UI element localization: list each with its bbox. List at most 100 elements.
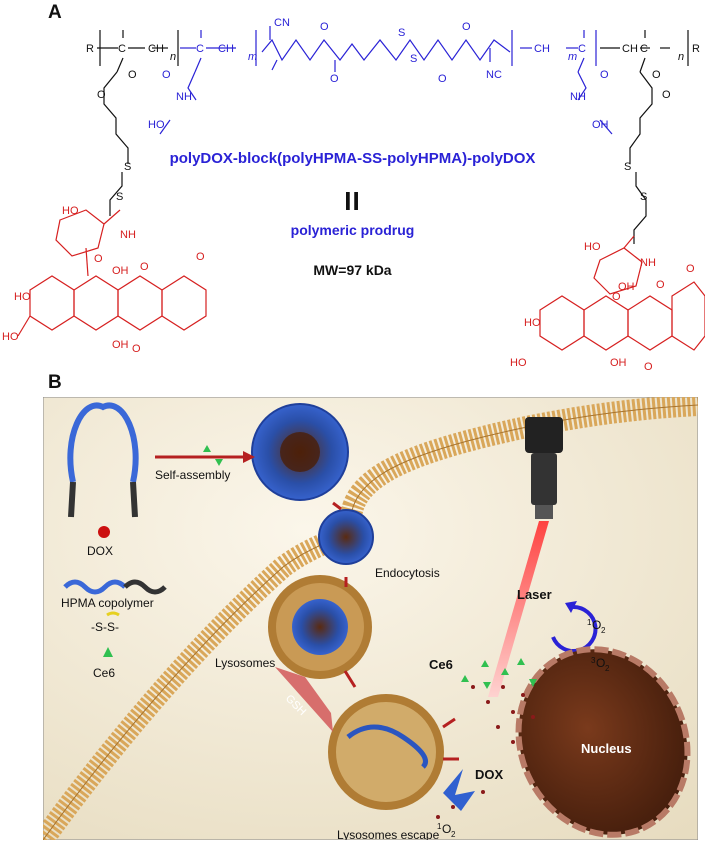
oh-dox-right-1: OH [618,281,635,293]
o-amide-right: O [600,69,609,81]
oh-right: OH [592,119,609,131]
triplet-o2-sub: 2 [605,664,610,673]
endocytosis-arrow [332,501,342,511]
nh-dox-left: NH [120,229,136,241]
hpma-legend-label: HPMA copolymer [61,596,154,610]
dox-release-label: DOX [475,767,504,782]
s-1: S [398,27,405,39]
o-bottom-2: O [438,73,447,85]
s-2: S [410,53,417,65]
o-dox-left-2: O [140,261,149,273]
ho-left: HO [148,119,165,131]
backbone-blue [180,26,597,73]
singlet-o2-bottom: O [442,822,451,836]
o-top-1: O [320,21,329,33]
n-right: n [678,51,684,63]
o-dox-left: O [94,253,103,265]
lysosome-escape [328,694,444,810]
mechanism-illustration: Self-assembly DOX HPMA copolymer -S-S- C… [43,397,698,840]
nh-right: NH [570,91,586,103]
o-bottom-1: O [330,73,339,85]
c-right: C [640,43,648,55]
side-chain-left [103,71,129,216]
laser-objective [525,417,563,519]
dox-legend-label: DOX [87,544,113,558]
polymer-subtitle: polymeric prodrug [290,222,415,238]
r-right: R [692,43,700,55]
laser-label: Laser [517,587,552,602]
ss-legend-label: -S-S- [91,620,119,634]
o-dox-left-6: O [196,251,205,263]
singlet-o2-bottom-sup: 1 [437,822,442,831]
o-dox-right-2: O [656,279,665,291]
oh-dox-right-4: OH [610,357,627,369]
singlet-o2-bottom-sub: 2 [451,830,456,839]
triplet-o2-sup: 3 [591,656,596,665]
endocytosed-micelle [318,509,374,565]
o-right-ester: O [662,89,671,101]
ho-dox-right: HO [584,241,601,253]
c-left: C [118,43,126,55]
n-left: n [170,51,176,63]
m-left: m [248,51,257,63]
ho-dox-left-2: HO [14,291,31,303]
cn-top: CN [274,17,290,29]
chemical-structure: R C CH n C CH n R O O O O C CH m CN O O … [2,17,705,372]
s-left-2: S [116,191,123,203]
polymer-title: polyDOX-block(polyHPMA-SS-polyHPMA)-poly… [169,150,536,167]
ch2-right: CH [622,43,638,55]
self-assembly-label: Self-assembly [155,468,230,482]
ce6-release-arrow [442,717,456,729]
o-amide-left: O [162,69,171,81]
oxygen-cycle-arrow [551,604,598,653]
singlet-o2-top: O [592,618,601,632]
o-dox-left-5: O [132,343,141,355]
o-dox-right-6: O [686,263,695,275]
molecular-weight: MW=97 kDa [313,262,392,278]
lysosomes-label: Lysosomes [215,656,275,670]
nucleus [515,646,691,838]
gsh-wedge [275,667,333,732]
ce6-triangles [203,445,537,689]
o-dox-right-5: O [644,361,653,372]
oh-dox-left-1: OH [112,265,129,277]
ch2-blue-right: CH [534,43,550,55]
r-left: R [86,43,94,55]
s-right-2: S [640,191,647,203]
backbone-left [97,30,179,73]
backbone-right [600,30,689,73]
oh-dox-left-4: OH [112,339,129,351]
doxorubicin-left [17,209,207,337]
o-left-ester: O [97,89,106,101]
ho-dox-right-3: HO [510,357,527,369]
ho-dox-right-2: HO [524,317,541,329]
c-blue-left: C [196,43,204,55]
s-left-1: S [124,161,131,173]
singlet-o2-sup: 1 [587,618,592,627]
nucleus-label: Nucleus [581,741,632,756]
o-dox-right: O [612,291,621,303]
triplet-o2: O [596,656,605,670]
doxorubicin-right [539,235,705,351]
ce6-legend-label: Ce6 [93,666,115,680]
singlet-o2-burst [443,769,475,811]
ho-dox-left: HO [62,205,79,217]
equals-sign: II [344,186,361,216]
side-chain-right [629,71,653,244]
nh-left: NH [176,91,192,103]
legend [63,402,167,657]
ho-dox-left-3: HO [2,331,19,343]
to-escape-arrow [343,670,357,688]
singlet-o2-top-sub: 2 [601,626,606,635]
ch2-blue-left: CH [218,43,234,55]
ce6-label: Ce6 [429,657,453,672]
o-top-2: O [462,21,471,33]
nh-dox-right: NH [640,257,656,269]
o-right-carbonyl: O [652,69,661,81]
s-right-1: S [624,161,631,173]
ch2-left: CH [148,43,164,55]
lysosomes-escape-label: Lysosomes escape [337,828,440,840]
laser-beam [488,521,549,697]
m-right: m [568,51,577,63]
o-left-carbonyl: O [128,69,137,81]
